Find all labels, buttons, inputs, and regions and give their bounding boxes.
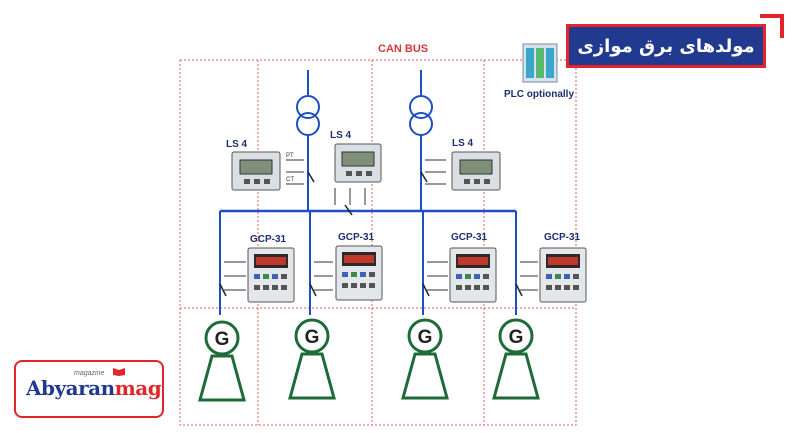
gcp-measurement-lines	[224, 261, 538, 291]
logo-part-mag: mag	[114, 376, 162, 400]
corner-bracket	[760, 14, 784, 38]
ls-measurement-lines	[286, 159, 446, 205]
generator-symbol-3: G	[418, 327, 433, 348]
breaker-switches-gen	[219, 283, 523, 297]
generator-symbol-4: G	[509, 327, 524, 348]
ls4-label-1: LS 4	[226, 139, 248, 150]
logo-wordmark: Abyaranmag	[26, 376, 162, 400]
pt-label-ls1: PT	[286, 153, 294, 159]
plc-label: PLC optionally	[504, 89, 574, 100]
gcp31-label-3: GCP-31	[451, 232, 488, 243]
page-title: مولدهای برق موازی	[566, 24, 766, 68]
generator-4: G	[492, 318, 540, 400]
gcp31-label-1: GCP-31	[250, 234, 287, 245]
logo-part-abyaran: Abyaran	[26, 376, 115, 400]
ls4-device-3	[451, 151, 501, 191]
can-bus-label: CAN BUS	[378, 43, 428, 55]
gcp31-device-3	[449, 247, 497, 303]
brand-logo[interactable]: magazine Abyaranmag	[14, 360, 164, 418]
transformer-1-icon	[296, 70, 320, 211]
gcp31-device-2	[335, 245, 383, 301]
gcp31-label-4: GCP-31	[544, 232, 581, 243]
generator-symbol-1: G	[215, 329, 230, 350]
ct-label-ls1: CT	[286, 177, 294, 183]
breaker-switches-top	[307, 171, 428, 216]
generator-symbol-2: G	[305, 327, 320, 348]
ls4-device-2	[334, 143, 382, 183]
plc-cabinet-icon	[522, 43, 558, 83]
gcp31-device-1	[247, 247, 295, 303]
gcp31-label-2: GCP-31	[338, 232, 375, 243]
gcp31-device-4	[539, 247, 587, 303]
generator-feeder-lines	[219, 211, 517, 315]
ls4-device-1	[231, 151, 281, 191]
transformer-2-icon	[409, 70, 433, 211]
generator-1: G	[198, 320, 246, 402]
can-bus-frame	[179, 59, 577, 426]
generator-3: G	[401, 318, 449, 400]
logo-magazine-text: magazine	[74, 370, 105, 377]
ls4-label-3: LS 4	[452, 138, 474, 149]
book-icon	[113, 368, 125, 376]
generator-2: G	[288, 318, 336, 400]
ls4-label-2: LS 4	[330, 130, 352, 141]
